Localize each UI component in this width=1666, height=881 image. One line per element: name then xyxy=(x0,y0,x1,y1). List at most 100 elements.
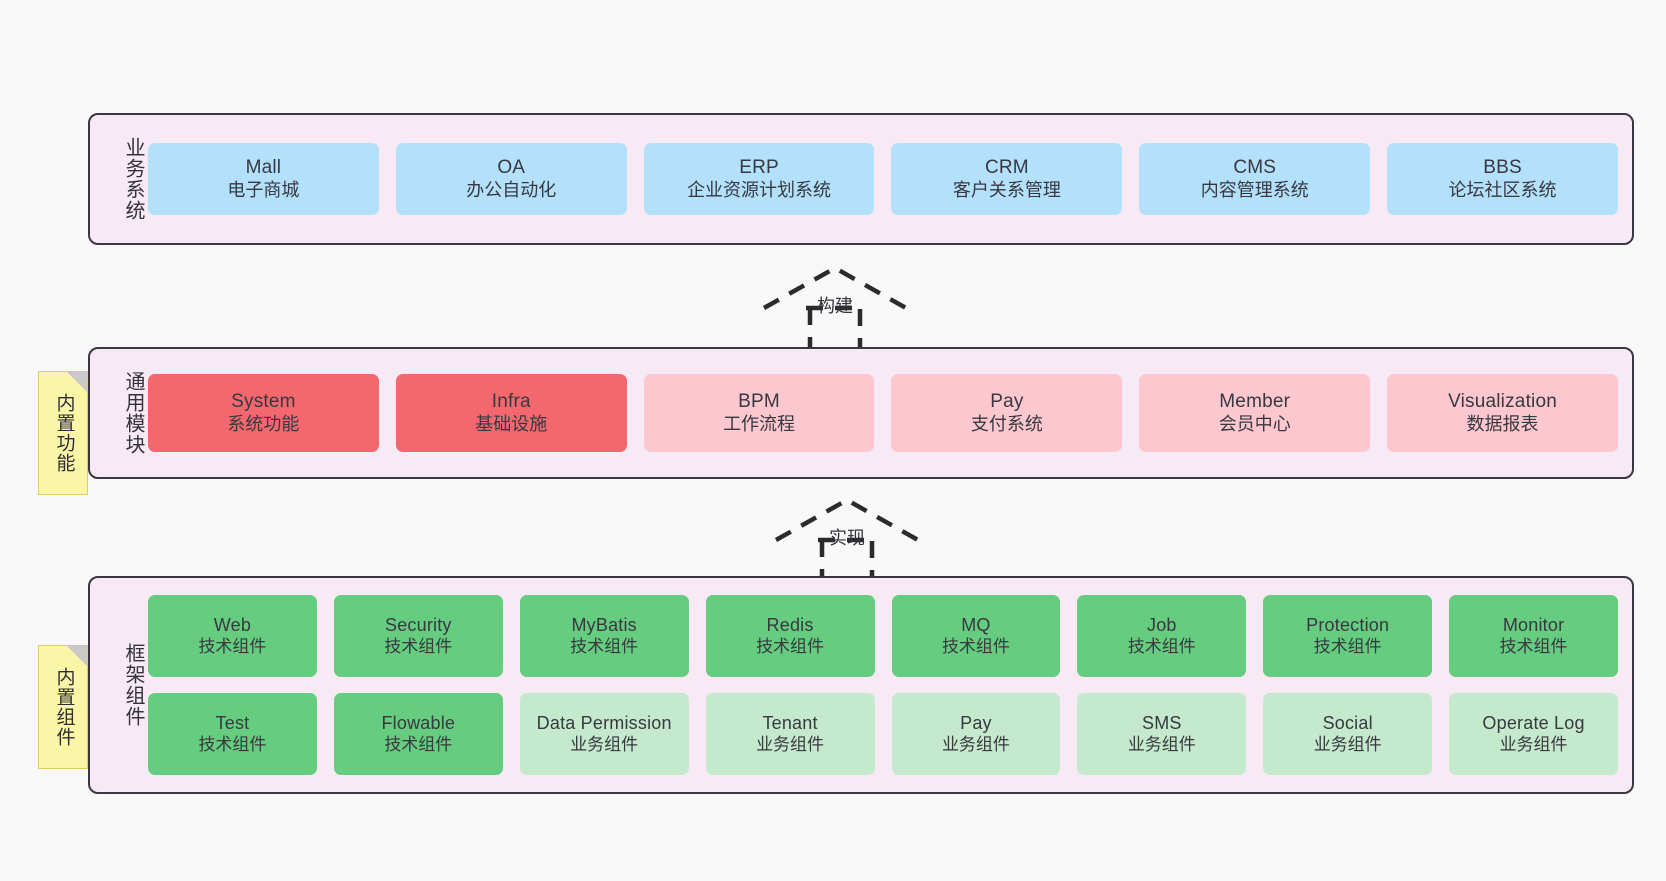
card-member-cn: 会员中心 xyxy=(1218,413,1291,434)
card-job[interactable]: Job 技术组件 xyxy=(1077,595,1247,677)
layer-business-systems-title: 业务系统 xyxy=(122,137,144,221)
card-erp-cn: 企业资源计划系统 xyxy=(687,179,832,200)
card-mq-cn: 技术组件 xyxy=(941,636,1010,656)
card-protection[interactable]: Protection 技术组件 xyxy=(1263,595,1433,677)
card-cms-en: CMS xyxy=(1233,157,1277,179)
framework-tech-row: Web 技术组件 Security 技术组件 MyBatis 技术组件 Redi… xyxy=(148,595,1618,677)
card-erp-en: ERP xyxy=(739,157,779,179)
card-bpm-en: BPM xyxy=(738,391,780,413)
note-fold-corner-icon xyxy=(67,646,87,666)
card-web[interactable]: Web 技术组件 xyxy=(148,595,317,677)
card-web-en: Web xyxy=(213,614,252,635)
card-social-en: Social xyxy=(1322,712,1373,733)
card-test[interactable]: Test 技术组件 xyxy=(148,693,317,775)
card-security[interactable]: Security 技术组件 xyxy=(333,595,503,677)
layer-common-modules-title: 通用模块 xyxy=(122,371,144,455)
card-pay-module[interactable]: Pay 支付系统 xyxy=(891,374,1123,452)
card-cms-cn: 内容管理系统 xyxy=(1200,179,1309,200)
card-social[interactable]: Social 业务组件 xyxy=(1263,693,1433,775)
card-infra-cn: 基础设施 xyxy=(475,413,548,434)
common-modules-card-grid: System 系统功能 Infra 基础设施 BPM 工作流程 Pay 支付系统… xyxy=(146,374,1632,452)
card-crm[interactable]: CRM 客户关系管理 xyxy=(891,143,1123,215)
note-builtin-features: 内置功能 xyxy=(38,371,88,495)
card-visualization-en: Visualization xyxy=(1448,391,1558,413)
card-erp[interactable]: ERP 企业资源计划系统 xyxy=(643,143,875,215)
card-protection-cn: 技术组件 xyxy=(1313,636,1382,656)
card-bpm[interactable]: BPM 工作流程 xyxy=(643,374,875,452)
connector-build-label: 构建 xyxy=(817,296,853,316)
card-oa-en: OA xyxy=(497,157,526,179)
card-mq-en: MQ xyxy=(961,614,991,635)
card-operate-log[interactable]: Operate Log 业务组件 xyxy=(1449,693,1618,775)
card-redis[interactable]: Redis 技术组件 xyxy=(705,595,875,677)
card-mybatis[interactable]: MyBatis 技术组件 xyxy=(519,595,689,677)
card-mall-en: Mall xyxy=(245,157,282,179)
card-tenant-en: Tenant xyxy=(762,712,818,733)
card-test-en: Test xyxy=(215,712,250,733)
card-bbs-cn: 论坛社区系统 xyxy=(1448,179,1557,200)
connector-realize-arrow: 实现 xyxy=(772,490,922,586)
card-flowable[interactable]: Flowable 技术组件 xyxy=(333,693,503,775)
card-pay-module-cn: 支付系统 xyxy=(970,413,1043,434)
card-job-cn: 技术组件 xyxy=(1127,636,1196,656)
card-monitor-en: Monitor xyxy=(1502,614,1565,635)
card-system-cn: 系统功能 xyxy=(227,413,300,434)
card-sms[interactable]: SMS 业务组件 xyxy=(1077,693,1247,775)
card-infra[interactable]: Infra 基础设施 xyxy=(395,374,627,452)
card-crm-en: CRM xyxy=(984,157,1029,179)
card-security-cn: 技术组件 xyxy=(384,636,453,656)
card-oa-cn: 办公自动化 xyxy=(466,179,557,200)
note-builtin-components: 内置组件 xyxy=(38,645,88,769)
card-bbs[interactable]: BBS 论坛社区系统 xyxy=(1387,143,1618,215)
card-test-cn: 技术组件 xyxy=(198,734,267,754)
card-sms-en: SMS xyxy=(1142,712,1182,733)
card-mall[interactable]: Mall 电子商城 xyxy=(148,143,379,215)
card-member[interactable]: Member 会员中心 xyxy=(1139,374,1371,452)
card-monitor-cn: 技术组件 xyxy=(1499,636,1568,656)
card-mybatis-cn: 技术组件 xyxy=(570,636,639,656)
card-data-permission-en: Data Permission xyxy=(536,712,672,733)
card-redis-cn: 技术组件 xyxy=(756,636,825,656)
card-web-cn: 技术组件 xyxy=(198,636,267,656)
card-redis-en: Redis xyxy=(766,614,814,635)
business-systems-card-grid: Mall 电子商城 OA 办公自动化 ERP 企业资源计划系统 CRM 客户关系… xyxy=(146,143,1632,215)
card-tenant[interactable]: Tenant 业务组件 xyxy=(705,693,875,775)
card-security-en: Security xyxy=(385,614,452,635)
business-systems-row: Mall 电子商城 OA 办公自动化 ERP 企业资源计划系统 CRM 客户关系… xyxy=(148,143,1618,215)
note-fold-corner-icon xyxy=(67,372,87,392)
card-protection-en: Protection xyxy=(1306,614,1390,635)
card-bpm-cn: 工作流程 xyxy=(723,413,796,434)
card-oa[interactable]: OA 办公自动化 xyxy=(395,143,627,215)
card-pay-component[interactable]: Pay 业务组件 xyxy=(891,693,1061,775)
card-infra-en: Infra xyxy=(491,391,531,413)
card-bbs-en: BBS xyxy=(1483,157,1522,179)
card-flowable-en: Flowable xyxy=(381,712,456,733)
card-pay-component-cn: 业务组件 xyxy=(941,734,1010,754)
card-system[interactable]: System 系统功能 xyxy=(148,374,379,452)
card-mall-cn: 电子商城 xyxy=(227,179,300,200)
card-job-en: Job xyxy=(1147,614,1177,635)
card-visualization[interactable]: Visualization 数据报表 xyxy=(1387,374,1618,452)
connector-build-arrow: 构建 xyxy=(760,258,910,354)
card-operate-log-en: Operate Log xyxy=(1482,712,1585,733)
card-visualization-cn: 数据报表 xyxy=(1466,413,1539,434)
card-mq[interactable]: MQ 技术组件 xyxy=(891,595,1061,677)
framework-business-row: Test 技术组件 Flowable 技术组件 Data Permission … xyxy=(148,693,1618,775)
layer-framework-components-title: 框架组件 xyxy=(122,643,144,727)
card-data-permission-cn: 业务组件 xyxy=(570,734,639,754)
card-tenant-cn: 业务组件 xyxy=(756,734,825,754)
common-modules-row: System 系统功能 Infra 基础设施 BPM 工作流程 Pay 支付系统… xyxy=(148,374,1618,452)
layer-business-systems: 业务系统 Mall 电子商城 OA 办公自动化 ERP 企业资源计划系统 CRM xyxy=(88,113,1634,245)
framework-components-card-grid: Web 技术组件 Security 技术组件 MyBatis 技术组件 Redi… xyxy=(146,595,1632,775)
layer-common-modules: 通用模块 System 系统功能 Infra 基础设施 BPM 工作流程 Pay xyxy=(88,347,1634,479)
layer-framework-components: 框架组件 Web 技术组件 Security 技术组件 MyBatis 技术组件… xyxy=(88,576,1634,794)
card-member-en: Member xyxy=(1219,391,1291,413)
card-data-permission[interactable]: Data Permission 业务组件 xyxy=(519,693,689,775)
card-cms[interactable]: CMS 内容管理系统 xyxy=(1139,143,1371,215)
card-system-en: System xyxy=(231,391,296,413)
card-flowable-cn: 技术组件 xyxy=(384,734,453,754)
card-monitor[interactable]: Monitor 技术组件 xyxy=(1449,595,1618,677)
card-mybatis-en: MyBatis xyxy=(571,614,637,635)
card-pay-component-en: Pay xyxy=(960,712,992,733)
